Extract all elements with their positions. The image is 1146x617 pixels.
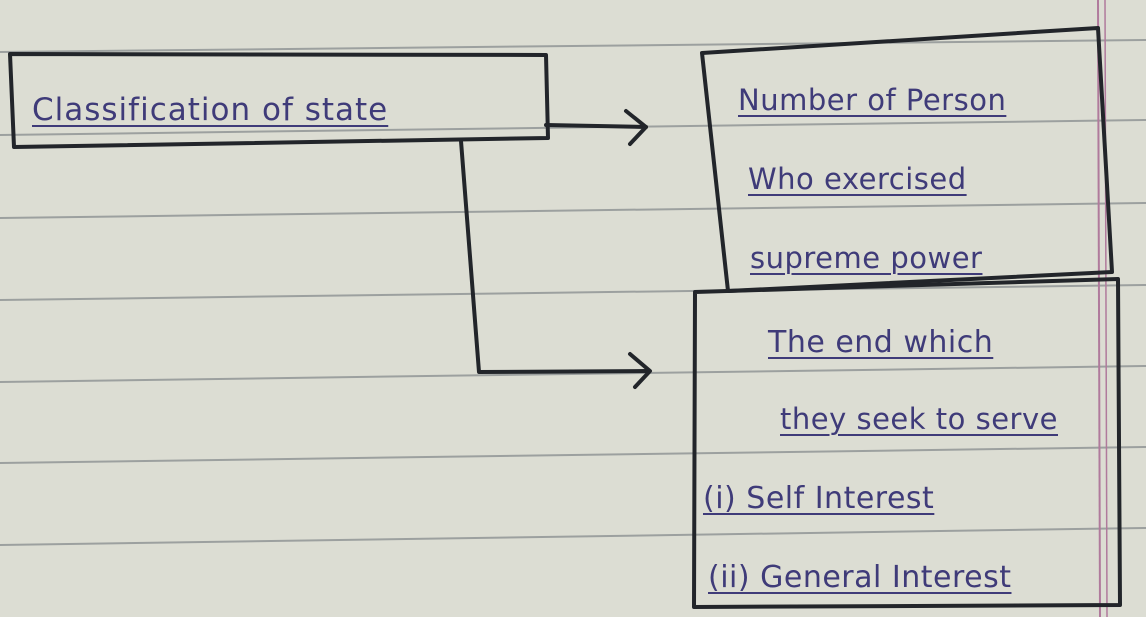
root-label: Classification of state bbox=[32, 92, 389, 128]
arrowhead-box1 bbox=[624, 109, 648, 146]
rule-line bbox=[0, 446, 1146, 464]
branch-1-line-2: Who exercised bbox=[748, 162, 967, 196]
branch-1-line-1: Number of Person bbox=[738, 83, 1007, 117]
branch-box-2 bbox=[692, 277, 1122, 609]
branch-2-line-2: they seek to serve bbox=[780, 402, 1058, 436]
margin-line bbox=[1097, 0, 1101, 617]
margin-line bbox=[1104, 0, 1108, 617]
rule-line bbox=[0, 365, 1146, 383]
branch-box-1 bbox=[700, 26, 1114, 293]
root-box bbox=[8, 52, 550, 149]
branch-2-line-3: (i) Self Interest bbox=[703, 481, 935, 516]
connector-to-box1 bbox=[544, 123, 648, 129]
branch-2-line-4: (ii) General Interest bbox=[708, 560, 1012, 595]
rule-line bbox=[0, 284, 1146, 301]
rule-line bbox=[0, 527, 1146, 546]
rule-line bbox=[0, 202, 1146, 219]
arrowhead-box2 bbox=[628, 352, 652, 389]
rule-line bbox=[0, 39, 1146, 53]
branch-2-line-1: The end which bbox=[768, 325, 994, 360]
branch-1-line-3: supreme power bbox=[750, 241, 983, 275]
connector-to-box2 bbox=[459, 139, 650, 374]
